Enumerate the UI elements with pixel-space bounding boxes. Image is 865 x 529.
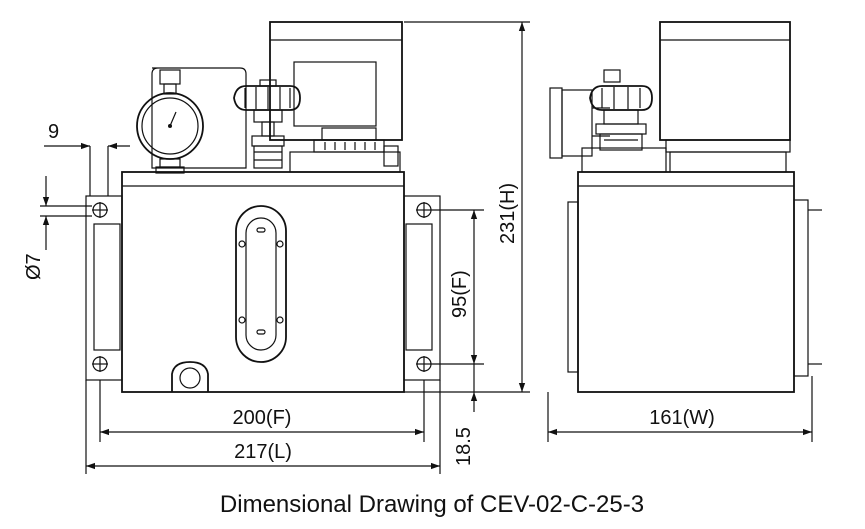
side-view	[549, 21, 822, 393]
side-mounting-tabs	[567, 199, 822, 377]
sight-glass-icon	[235, 205, 287, 363]
valve-knob-icon	[233, 79, 301, 169]
drain-plug-icon	[171, 361, 209, 392]
pressure-gauge-icon	[136, 69, 204, 174]
dimension-lines	[40, 21, 813, 474]
side-tank-body	[577, 171, 795, 393]
filler-cap-icon	[289, 127, 401, 173]
front-view	[85, 21, 441, 393]
drawing-caption: Dimensional Drawing of CEV-02-C-25-3	[220, 491, 644, 518]
side-motor-box	[659, 21, 791, 141]
side-valve-knob-icon	[589, 69, 653, 151]
side-gauge-icon	[549, 87, 610, 159]
dim-overall-height: 231(H)	[497, 183, 519, 244]
dim-overall-length: 217(L)	[234, 441, 292, 463]
motor-box	[269, 21, 403, 141]
right-mounting-tab	[403, 195, 441, 381]
dim-bolt-spacing-vertical: 95(F)	[449, 270, 471, 318]
gauge-bracket	[151, 67, 247, 169]
dim-overall-width: 161(W)	[649, 407, 715, 429]
left-mounting-tab	[85, 195, 123, 381]
dim-tab-thickness: 9	[48, 121, 59, 143]
side-top-fittings	[581, 139, 791, 173]
dim-base-offset: 18.5	[453, 427, 475, 466]
tank-body	[121, 171, 405, 393]
dim-hole-diameter: Ø7	[23, 253, 45, 280]
dim-bolt-spacing-horizontal: 200(F)	[233, 407, 292, 429]
